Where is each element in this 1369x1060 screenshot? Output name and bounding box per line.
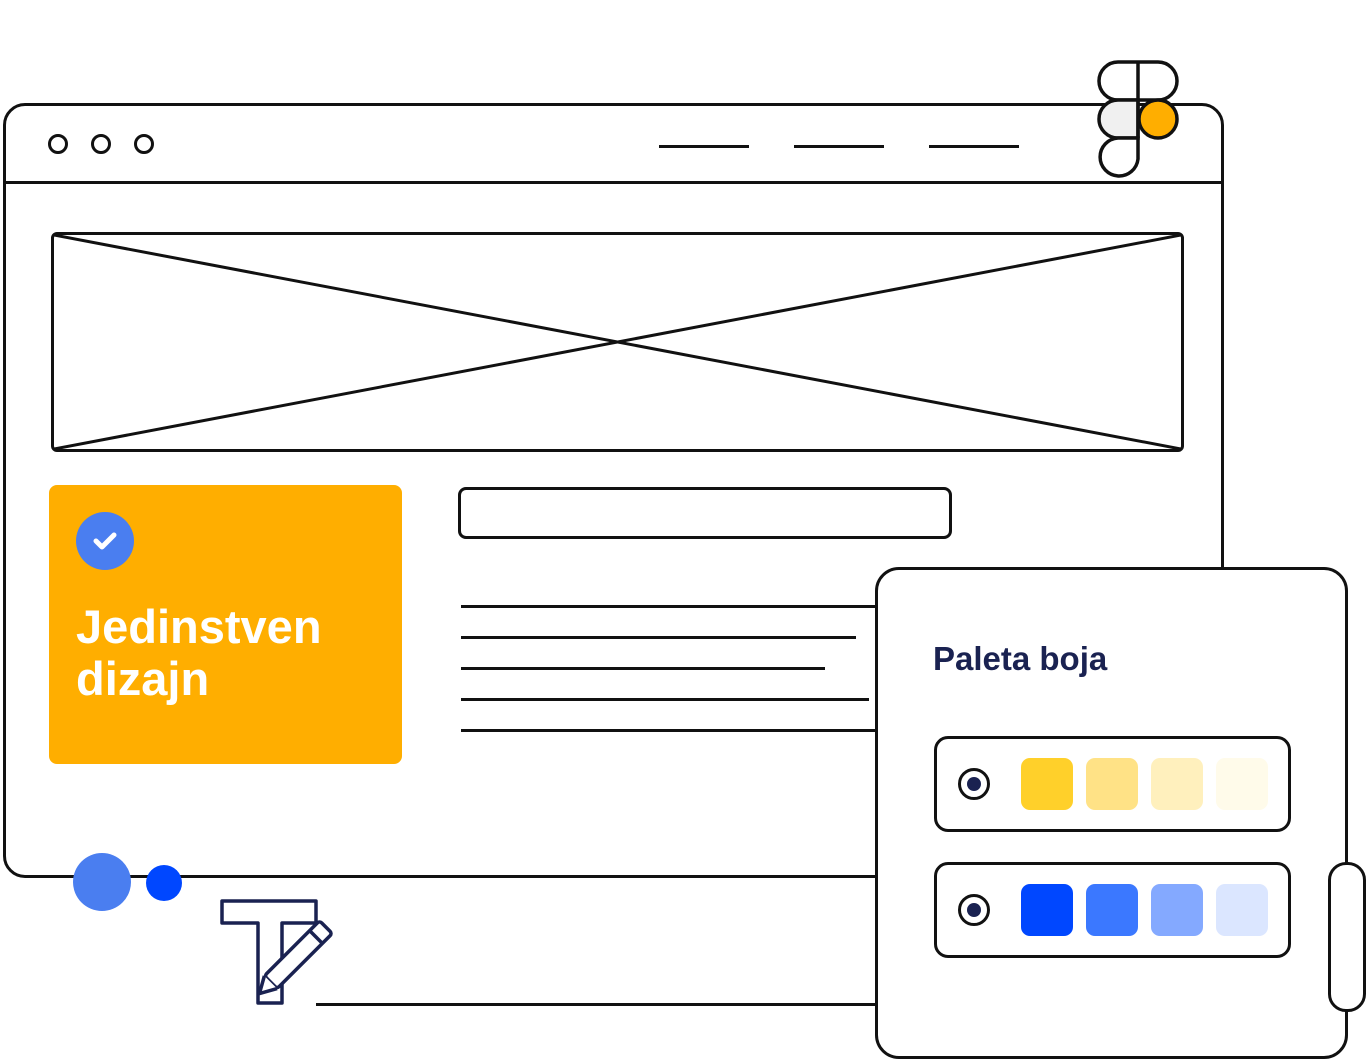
palette-row-yellow[interactable] <box>934 736 1291 832</box>
text-line <box>461 636 856 639</box>
check-circle-icon <box>76 512 134 570</box>
palette-panel: Paleta boja <box>875 567 1348 1059</box>
color-swatch[interactable] <box>1021 758 1073 810</box>
browser-window: Jedinstven dizajn <box>3 103 1224 878</box>
window-dot-maximize[interactable] <box>134 134 154 154</box>
radio-selected-dot <box>967 903 981 917</box>
color-swatch[interactable] <box>1086 884 1138 936</box>
image-placeholder-icon <box>54 235 1181 449</box>
color-swatch[interactable] <box>1151 884 1203 936</box>
hero-image-placeholder <box>51 232 1184 452</box>
palette-title: Paleta boja <box>933 640 1108 677</box>
palette-radio[interactable] <box>958 894 990 926</box>
radio-selected-dot <box>967 777 981 791</box>
color-swatch[interactable] <box>1021 884 1073 936</box>
color-swatch[interactable] <box>1151 758 1203 810</box>
palette-row-blue[interactable] <box>934 862 1291 958</box>
text-line <box>461 605 879 608</box>
baseline-divider <box>316 1003 878 1006</box>
nav-link-1[interactable] <box>659 145 749 148</box>
text-edit-icon <box>220 899 333 1005</box>
decor-circle-large <box>73 853 131 911</box>
color-swatch[interactable] <box>1216 884 1268 936</box>
nav-link-3[interactable] <box>929 145 1019 148</box>
palette-radio[interactable] <box>958 768 990 800</box>
text-line <box>461 698 869 701</box>
titlebar-divider <box>6 181 1221 184</box>
scrollbar-handle[interactable] <box>1328 862 1366 1012</box>
window-dot-minimize[interactable] <box>91 134 111 154</box>
text-line <box>461 667 825 670</box>
color-swatch[interactable] <box>1216 758 1268 810</box>
window-dot-close[interactable] <box>48 134 68 154</box>
feature-card: Jedinstven dizajn <box>49 485 402 764</box>
feature-card-title: Jedinstven dizajn <box>76 600 322 705</box>
decor-circle-small <box>146 865 182 901</box>
figma-logo-icon <box>1097 60 1179 178</box>
text-line <box>461 729 879 732</box>
color-swatch[interactable] <box>1086 758 1138 810</box>
nav-link-2[interactable] <box>794 145 884 148</box>
text-input-placeholder[interactable] <box>458 487 952 539</box>
